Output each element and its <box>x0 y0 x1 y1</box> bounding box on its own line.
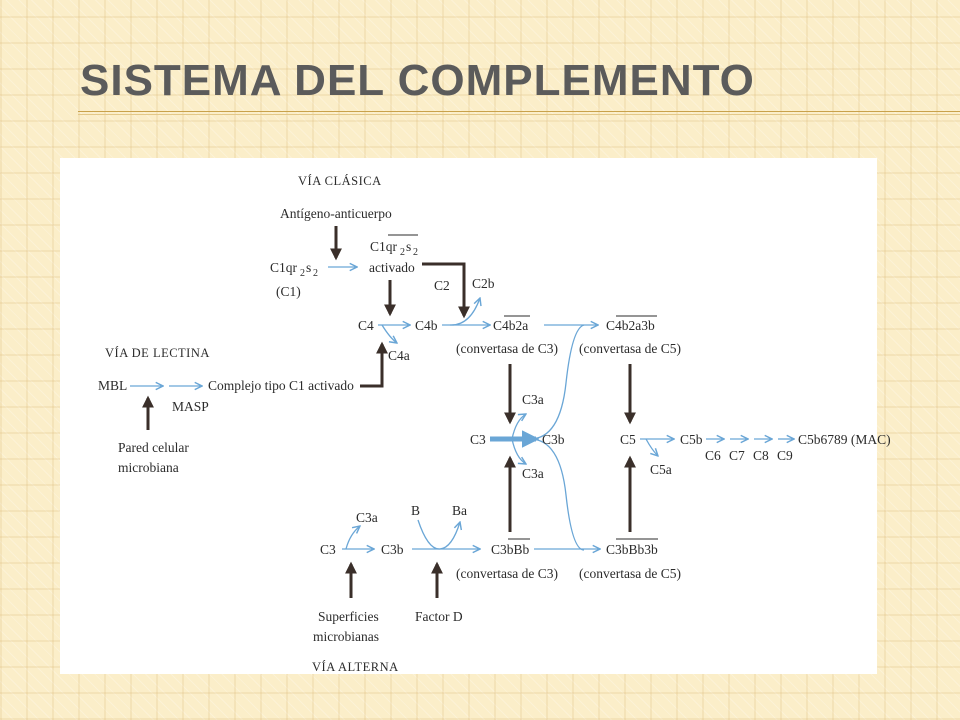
c5a-release-arrow <box>645 438 658 456</box>
c1-inactive: C1qr 2 s 2 (C1) <box>270 260 318 299</box>
c1-to-c2-arrow <box>422 262 470 319</box>
c3bbb-convertase: (convertasa de C3) <box>456 566 558 581</box>
c4a-release-arrow <box>381 324 397 343</box>
microbial-surfaces-line2: microbianas <box>313 629 379 644</box>
c3b-to-classical-feedback <box>529 324 585 440</box>
c5b-label: C5b <box>680 432 703 447</box>
c5-label: C5 <box>620 432 636 447</box>
cell-wall-line2: microbiana <box>118 460 179 475</box>
c1-label: C1qr <box>270 260 298 275</box>
c4b-label: C4b <box>415 318 438 333</box>
alt-c3a-release-arrow <box>345 526 360 550</box>
c5a-label: C5a <box>650 462 672 477</box>
c1a-subscript-2b: 2 <box>413 247 418 258</box>
factor-b-label: B <box>411 503 420 518</box>
central-c3b-label: C3b <box>542 432 565 447</box>
c1a-s-letter: s <box>406 239 411 254</box>
title-underline <box>78 111 960 112</box>
c4b2a3b-label: C4b2a3b <box>606 318 655 333</box>
mbl-label: MBL <box>98 378 127 393</box>
alt-c3-label: C3 <box>320 542 336 557</box>
c4-label: C4 <box>358 318 374 333</box>
c1-subscript-2a: 2 <box>300 268 305 279</box>
alt-c3b-label: C3b <box>381 542 404 557</box>
c3a-bottom-release-arrow <box>511 438 526 464</box>
c4b2a-label: C4b2a <box>493 318 528 333</box>
masp-label: MASP <box>172 399 209 414</box>
c3a-bottom-label: C3a <box>522 466 544 481</box>
c4b2a-convertase: (convertasa de C3) <box>456 341 558 356</box>
alternative-pathway-heading: VÍA ALTERNA <box>312 660 399 674</box>
c3bbb-label: C3bBb <box>491 542 530 557</box>
c1-active-note: activado <box>369 260 415 275</box>
c9-label: C9 <box>777 448 793 463</box>
alt-c3a-label: C3a <box>356 510 378 525</box>
c1-active-label: C1qr <box>370 239 398 254</box>
c2b-release-arrow <box>449 298 480 326</box>
factor-d-label: Factor D <box>415 609 463 624</box>
lectin-to-c4-arrow <box>360 341 388 388</box>
c1-subscript-2b: 2 <box>313 268 318 279</box>
c3b-to-alternative-feedback <box>529 438 585 551</box>
lectin-pathway-heading: VÍA DE LECTINA <box>105 346 210 360</box>
classical-pathway-heading: VÍA CLÁSICA <box>298 174 382 188</box>
antigen-antibody-label: Antígeno-anticuerpo <box>280 206 392 221</box>
c4b2a3b-convertase: (convertasa de C5) <box>579 341 681 356</box>
central-c3-label: C3 <box>470 432 486 447</box>
c4a-label: C4a <box>388 348 410 363</box>
c1a-subscript-2a: 2 <box>400 247 405 258</box>
pathway-diagram: VÍA CLÁSICA Antígeno-anticuerpo C1qr 2 s… <box>98 174 891 674</box>
ba-label: Ba <box>452 503 467 518</box>
c7-label: C7 <box>729 448 745 463</box>
c1-active: C1qr 2 s 2 activado <box>369 234 418 275</box>
mac-label: C5b6789 (MAC) <box>798 432 891 447</box>
complement-pathway-figure: VÍA CLÁSICA Antígeno-anticuerpo C1qr 2 s… <box>60 158 891 674</box>
c3a-top-label: C3a <box>522 392 544 407</box>
cell-wall-line1: Pared celular <box>118 440 189 455</box>
lectin-complex-label: Complejo tipo C1 activado <box>208 378 354 393</box>
c3bbb3b-convertase: (convertasa de C5) <box>579 566 681 581</box>
c1-note: (C1) <box>276 284 301 299</box>
c3a-top-release-arrow <box>511 414 526 440</box>
c2b-label: C2b <box>472 276 495 291</box>
c3bbb3b-label: C3bBb3b <box>606 542 658 557</box>
slide-title: Sistema del complemento <box>80 56 755 105</box>
title-underline-secondary <box>78 114 960 115</box>
c2-label: C2 <box>434 278 450 293</box>
factor-b-cleavage-arrow <box>417 519 460 550</box>
microbial-surfaces-line1: Superficies <box>318 609 379 624</box>
c6-label: C6 <box>705 448 721 463</box>
c1-s-letter: s <box>306 260 311 275</box>
c8-label: C8 <box>753 448 769 463</box>
